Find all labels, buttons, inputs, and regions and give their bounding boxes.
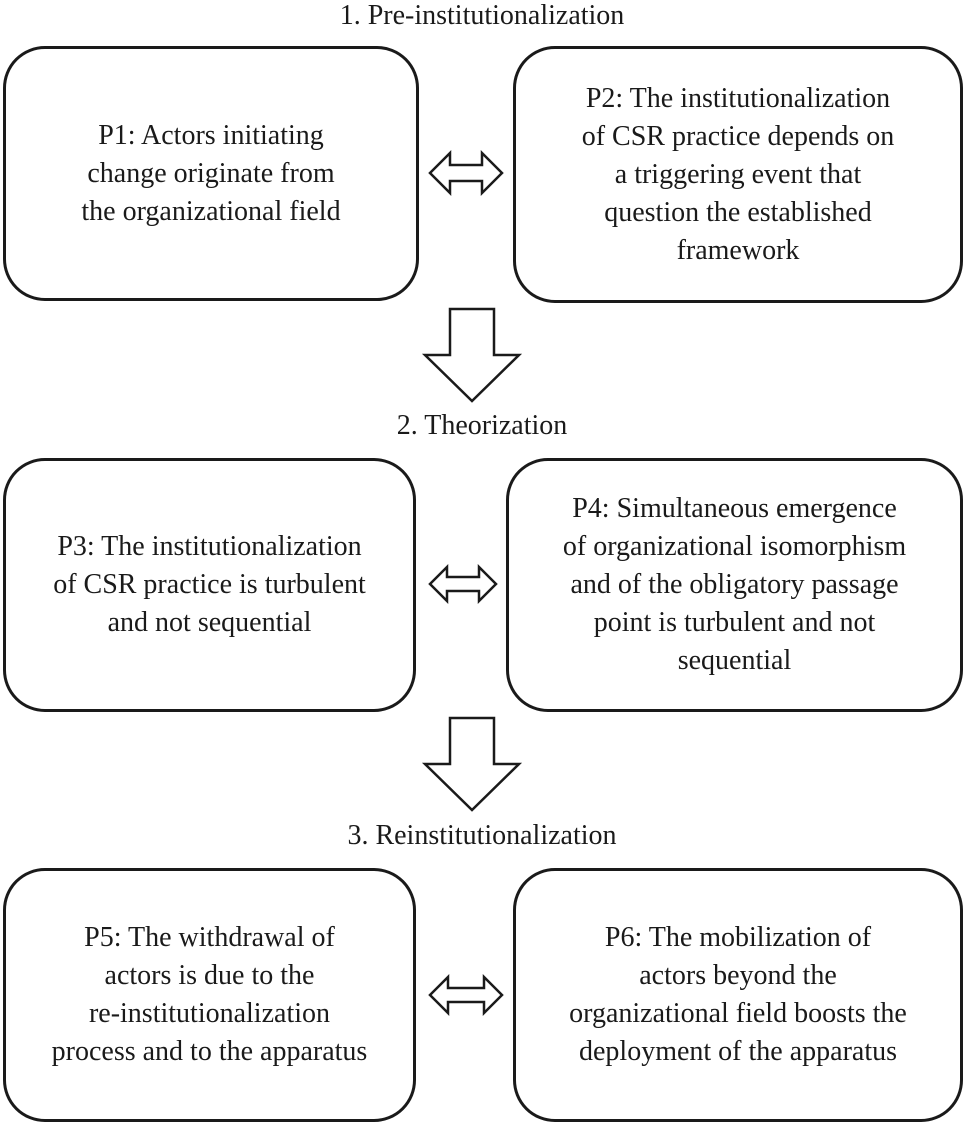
down-arrow-icon xyxy=(421,307,523,403)
stage-2-title: 2. Theorization xyxy=(396,410,568,441)
stage-3-title: 3. Reinstitutionalization xyxy=(347,820,617,851)
proposition-p4-text: P4: Simultaneous emergence of organizati… xyxy=(562,493,907,676)
proposition-box-p6: P6: The mobilization of actors beyond th… xyxy=(513,868,963,1122)
double-headed-arrow-icon xyxy=(428,149,504,197)
proposition-box-p2: P2: The institutionalization of CSR prac… xyxy=(513,46,963,303)
proposition-p3-text: P3: The institutionalization of CSR prac… xyxy=(53,531,366,638)
stage-1-title: 1. Pre-institutionalization xyxy=(339,0,625,31)
proposition-p6-text: P6: The mobilization of actors beyond th… xyxy=(569,922,907,1067)
proposition-box-p5: P5: The withdrawal of actors is due to t… xyxy=(3,868,416,1122)
proposition-box-p1: P1: Actors initiating change originate f… xyxy=(3,46,419,301)
down-arrow-icon xyxy=(421,716,523,812)
proposition-p1-text: P1: Actors initiating change originate f… xyxy=(81,119,341,227)
proposition-p5-text: P5: The withdrawal of actors is due to t… xyxy=(51,922,368,1067)
proposition-box-p3: P3: The institutionalization of CSR prac… xyxy=(3,458,416,712)
proposition-p2-text: P2: The institutionalization of CSR prac… xyxy=(581,82,895,266)
double-headed-arrow-icon xyxy=(428,973,504,1017)
proposition-box-p4: P4: Simultaneous emergence of organizati… xyxy=(506,458,963,712)
double-headed-arrow-icon xyxy=(428,563,498,605)
